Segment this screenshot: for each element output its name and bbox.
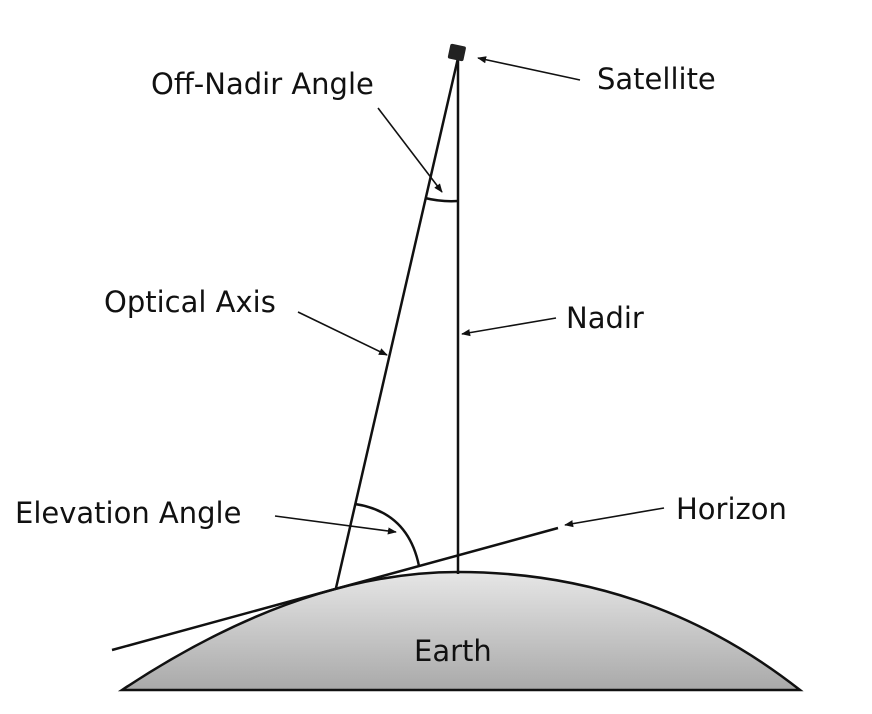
satellite-icon [447,43,466,62]
off-nadir-pointer-arrow [377,107,443,193]
off-nadir-angle-arc [424,196,459,203]
earth-label: Earth [414,634,492,668]
optical-axis-label: Optical Axis [104,285,276,319]
nadir-pointer-arrow [461,317,557,337]
optical-axis-line [334,57,460,589]
horizon-pointer-arrow [564,507,665,528]
horizon-label: Horizon [676,492,787,526]
horizon-line [111,526,559,652]
elevation-angle-label: Elevation Angle [15,496,241,530]
elevation-angle-arc [354,502,421,567]
earth-shape [117,570,804,692]
nadir-label: Nadir [566,301,644,335]
satellite-pointer-arrow [477,56,581,81]
optical-axis-pointer-arrow [297,311,388,356]
elevation-angle-pointer-arrow [274,515,397,535]
satellite-label: Satellite [597,62,716,96]
off-nadir-angle-label: Off-Nadir Angle [151,67,374,101]
